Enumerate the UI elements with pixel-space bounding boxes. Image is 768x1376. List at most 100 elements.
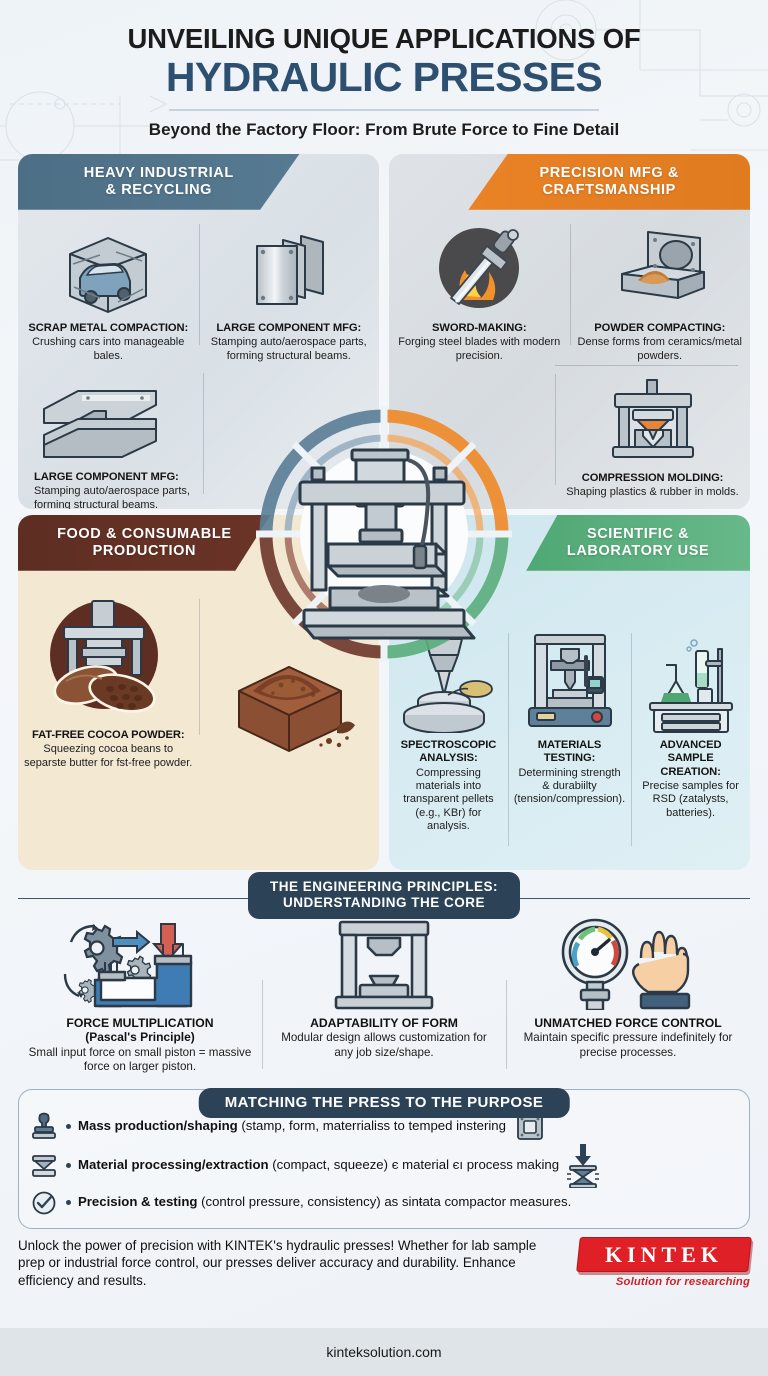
item-cocoa-powder-block: [198, 591, 380, 753]
item-desc: Dense forms from ceramics/metal powders.: [577, 336, 742, 362]
item-title: ADVANCED SAMPLE CREATION:: [659, 738, 722, 778]
item-title: LARGE COMPONENT MFG:: [216, 321, 362, 334]
principle-desc: Maintain specific pressure indefinitely …: [523, 1031, 733, 1059]
stamp-icon: [29, 1112, 59, 1142]
item-title: COMPRESSION MOLDING:: [581, 471, 724, 484]
item-advanced-sample-creation: ADVANCED SAMPLE CREATION: Precise sample…: [631, 625, 750, 864]
universal-testing-machine-icon: [523, 629, 617, 733]
band-line-2: & RECYCLING: [105, 181, 213, 198]
matching-heading: MATCHING THE PRESS TO THE PURPOSE: [198, 1087, 570, 1118]
matching-row: Material processing/extraction (compact,…: [29, 1143, 739, 1188]
website-url[interactable]: kinteksolution.com: [326, 1344, 442, 1360]
principle-subtitle: (Pascal's Principle): [85, 1030, 195, 1045]
website-url-bar[interactable]: kinteksolution.com: [0, 1328, 768, 1376]
principles-heading-line-2: UNDERSTANDING THE CORE: [282, 895, 485, 911]
cocoa-powder-block-icon: [223, 633, 355, 753]
band-line-2: PRODUCTION: [92, 542, 197, 559]
item-title: POWDER COMPACTING:: [594, 321, 726, 334]
bullet-dot: [66, 1200, 71, 1206]
item-desc: Precise samples for RSD (zatalysts, batt…: [642, 780, 739, 819]
principle-title: UNMATCHED FORCE CONTROL: [534, 1015, 722, 1030]
matching-bold: Material processing/extraction: [78, 1157, 269, 1173]
footer-blurb: Unlock the power of precision with KINTE…: [18, 1237, 537, 1289]
crushed-car-cube-icon: [56, 220, 160, 316]
item-desc: Stamping auto/aerospace parts, forming s…: [210, 336, 367, 362]
band-line-1: SCIENTIFIC &: [586, 525, 690, 542]
die-plate-icon: [513, 1113, 547, 1141]
press-arrow-icon: [566, 1143, 600, 1188]
flaming-sword-icon: [431, 220, 527, 316]
quadrant-scientific-laboratory: SCIENTIFIC & LABORATORY USE: [389, 514, 750, 870]
item-title: FAT-FREE COCOA POWDER:: [31, 728, 185, 741]
spacer-cell: [202, 365, 380, 509]
matching-text: Material processing/extraction (compact,…: [78, 1157, 559, 1174]
item-desc: Stamping auto/aerospace parts, forming s…: [34, 485, 190, 509]
band-line-1: HEAVY INDUSTRIAL: [83, 164, 234, 181]
matching-row: Precision & testing (control pressure, c…: [29, 1190, 739, 1216]
quadrant-precision-mfg: PRECISION MFG & CRAFTSMANSHIP: [389, 153, 751, 509]
item-compression-molding: COMPRESSION MOLDING: Shaping plastics & …: [555, 366, 750, 503]
item-scrap-metal-compaction: SCRAP METAL COMPACTION: Crushing cars in…: [18, 216, 199, 363]
principle-force-multiplication: FORCE MULTIPLICATION (Pascal's Principle…: [18, 918, 262, 1075]
band-line-2: LABORATORY USE: [566, 542, 710, 559]
pellet-press-icon: [400, 629, 496, 733]
logo-text: KINTEK: [604, 1241, 723, 1267]
item-desc: Determining strength & durabiilty (tensi…: [513, 766, 626, 806]
item-desc: Shaping plastics & rubber in molds.: [566, 486, 739, 499]
item-desc: Compressing materials into transparent p…: [403, 766, 494, 833]
metal-sheets-icon: [239, 220, 339, 316]
logo-tagline: Solution for researching: [615, 1275, 750, 1288]
page-subtitle: Beyond the Factory Floor: From Brute For…: [148, 119, 620, 139]
item-title: SCRAP METAL COMPACTION:: [28, 321, 189, 334]
matching-bold: Precision & testing: [78, 1194, 198, 1210]
principles-heading: THE ENGINEERING PRINCIPLES: UNDERSTANDIN…: [247, 872, 521, 920]
modular-press-frame-icon: [272, 918, 496, 1010]
principle-desc: Small input force on small piston = mass…: [28, 1045, 252, 1074]
title-divider: [169, 108, 599, 111]
title-line-1: UNVEILING UNIQUE APPLICATIONS OF: [127, 23, 641, 54]
item-desc: Crushing cars into manageable bales.: [32, 336, 185, 362]
principle-title: ADAPTABILITY OF FORM: [310, 1015, 458, 1030]
principle-title: FORCE MULTIPLICATION: [66, 1015, 214, 1030]
bullet-dot: [66, 1163, 71, 1169]
quadrant-food-consumable: FOOD & CONSUMABLE PRODUCTION: [18, 514, 380, 870]
compression-mold-press-icon: [605, 370, 701, 466]
item-large-component-mfg-beam: LARGE COMPONENT MFG: Stamping auto/aeros…: [18, 365, 203, 509]
quadrant-precision-mfg-band: PRECISION MFG & CRAFTSMANSHIP: [468, 153, 750, 210]
item-spectroscopic-analysis: SPECTROSCOPIC ANALYSIS: Compressing mate…: [389, 625, 508, 864]
item-title: SPECTROSCOPIC ANALYSIS:: [400, 738, 497, 765]
item-desc: Forging steel blades with modern precisi…: [398, 336, 561, 362]
spacer-cell: [389, 366, 555, 503]
quadrant-heavy-industrial-band: HEAVY INDUSTRIAL & RECYCLING: [18, 153, 300, 210]
matching-rest: (compact, squeeze) є material єı process…: [268, 1157, 560, 1173]
pressure-gauge-hand-icon: [516, 918, 740, 1010]
page-header: UNVEILING UNIQUE APPLICATIONS OF HYDRAUL…: [0, 0, 768, 144]
item-powder-compacting: POWDER COMPACTING: Dense forms from cera…: [569, 216, 751, 363]
item-title: LARGE COMPONENT MFG:: [34, 470, 179, 483]
quadrant-heavy-industrial: HEAVY INDUSTRIAL & RECYCLING: [18, 153, 380, 509]
item-sword-making: SWORD-MAKING: Forging steel blades with …: [389, 216, 570, 363]
matching-row: Mass production/shaping (stamp, form, ma…: [29, 1112, 739, 1142]
item-desc: Squeezing cocoa beans to separste butter…: [24, 743, 193, 769]
application-quadrant-grid: HEAVY INDUSTRIAL & RECYCLING: [18, 153, 751, 870]
item-title: MATERIALS TESTING:: [537, 738, 602, 765]
matching-bold: Mass production/shaping: [78, 1118, 238, 1134]
band-line-1: PRECISION MFG &: [539, 164, 679, 181]
logo-badge: KINTEK: [576, 1236, 752, 1272]
matching-press-section: MATCHING THE PRESS TO THE PURPOSE Mass p…: [18, 1087, 750, 1229]
compacting-die-icon: [29, 1153, 59, 1179]
item-materials-testing: MATERIALS TESTING: Determining strength …: [507, 625, 631, 864]
principle-desc: Modular design allows customization for …: [281, 1031, 487, 1059]
principle-unmatched-force-control: UNMATCHED FORCE CONTROL Maintain specifi…: [506, 918, 750, 1075]
principle-adaptability-of-form: ADAPTABILITY OF FORM Modular design allo…: [262, 918, 506, 1075]
lab-glassware-bench-icon: [644, 629, 738, 733]
band-line-2: CRAFTSMANSHIP: [542, 181, 676, 198]
cocoa-beans-press-icon: [38, 595, 178, 723]
matching-rest: (stamp, form, materrialiss to temped ins…: [237, 1118, 506, 1134]
engineering-principles-section: THE ENGINEERING PRINCIPLES: UNDERSTANDIN…: [18, 872, 750, 1075]
band-line-1: FOOD & CONSUMABLE: [57, 525, 232, 542]
gears-piston-icon: [28, 918, 252, 1010]
page-title: HYDRAULIC PRESSES: [165, 53, 603, 100]
steel-beam-icon: [32, 369, 168, 465]
item-fat-free-cocoa-powder: FAT-FREE COCOA POWDER: Squeezing cocoa b…: [18, 591, 199, 770]
